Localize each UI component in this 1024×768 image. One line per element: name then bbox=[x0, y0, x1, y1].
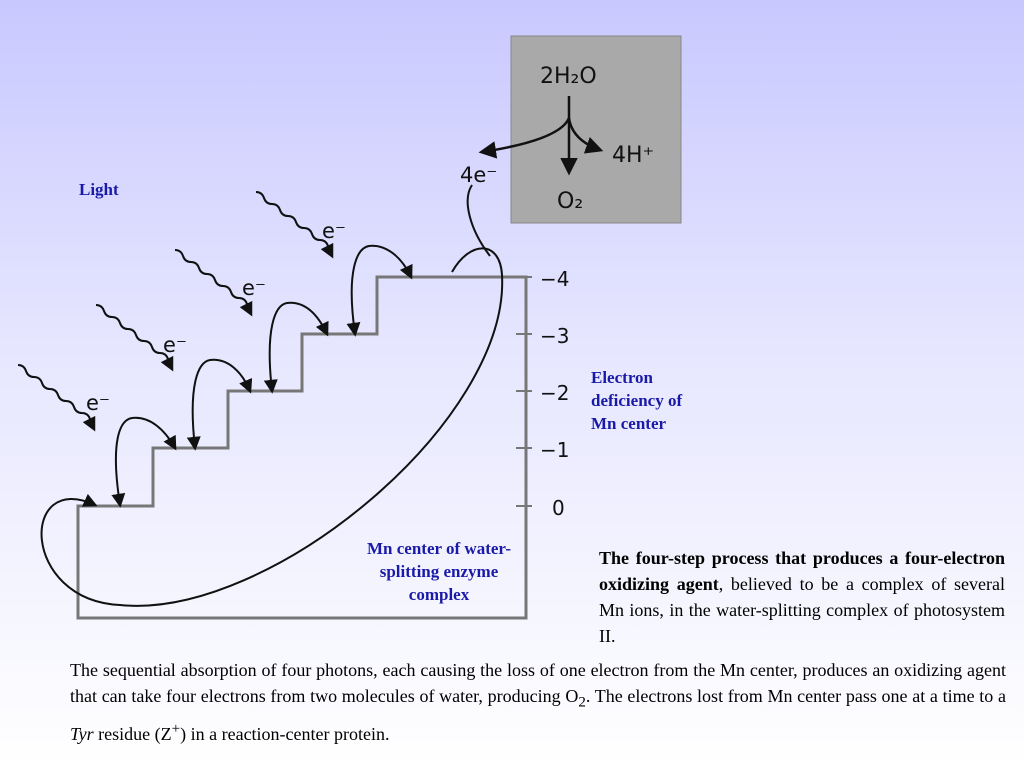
protons-label: 4H⁺ bbox=[612, 143, 654, 168]
light-label: Light bbox=[79, 180, 119, 199]
tick-label-minus1: −1 bbox=[540, 438, 569, 462]
proton-arrow bbox=[567, 117, 604, 154]
figure-caption: The four-step process that produces a fo… bbox=[599, 545, 1005, 649]
photon-arrow-1 bbox=[17, 364, 96, 432]
photon-arrow-2 bbox=[95, 304, 174, 372]
tick-label-minus4: −4 bbox=[540, 267, 569, 291]
mn-center-label: Mn center of water-splitting enzyme comp… bbox=[367, 539, 511, 604]
water-label: 2H₂O bbox=[540, 64, 597, 89]
water-splitting-box bbox=[510, 35, 682, 224]
four-electrons-label: 4e⁻ bbox=[460, 163, 497, 187]
body-paragraph: The sequential absorption of four photon… bbox=[70, 657, 1006, 747]
electron-hops bbox=[111, 244, 413, 508]
caption-rest: , believed to be a complex of several Mn… bbox=[599, 574, 1005, 646]
o2-subscript: 2 bbox=[578, 694, 586, 711]
electron-label-3: e⁻ bbox=[242, 276, 266, 300]
body-part1: The sequential absorption of four photon… bbox=[70, 660, 1006, 706]
tyr-italic: Tyr bbox=[70, 723, 94, 744]
electron-hop-2 bbox=[186, 358, 253, 451]
scale-ticks bbox=[516, 276, 532, 507]
tick-label-minus2: −2 bbox=[540, 381, 569, 405]
photon-arrow-3 bbox=[174, 249, 253, 317]
light-photons bbox=[17, 191, 334, 432]
z-superscript: + bbox=[171, 720, 181, 737]
body-part2: . The electrons lost from Mn center pass… bbox=[585, 686, 1006, 706]
tick-label-zero: 0 bbox=[552, 496, 565, 520]
electrons-to-loop-line bbox=[466, 184, 491, 257]
body-part4: ) in a reaction-center protein. bbox=[180, 723, 390, 744]
electron-label-2: e⁻ bbox=[163, 333, 187, 357]
electron-hop-4 bbox=[346, 244, 413, 337]
electron-hop-1 bbox=[111, 416, 177, 508]
caption-bold: The four-step process that produces a fo… bbox=[599, 548, 1005, 594]
electron-hop-3 bbox=[263, 301, 329, 394]
electron-label-1: e⁻ bbox=[86, 391, 110, 415]
electron-label-4: e⁻ bbox=[322, 219, 346, 243]
reset-loop-arrow bbox=[40, 247, 504, 607]
body-part3: residue (Z bbox=[93, 723, 172, 744]
electron-deficiency-label: Electron deficiency of Mn center bbox=[591, 368, 683, 433]
oxygen-label: O₂ bbox=[557, 189, 583, 214]
photon-arrow-4 bbox=[255, 191, 334, 259]
tick-label-minus3: −3 bbox=[540, 324, 569, 348]
electron-release-arrow bbox=[478, 117, 571, 159]
